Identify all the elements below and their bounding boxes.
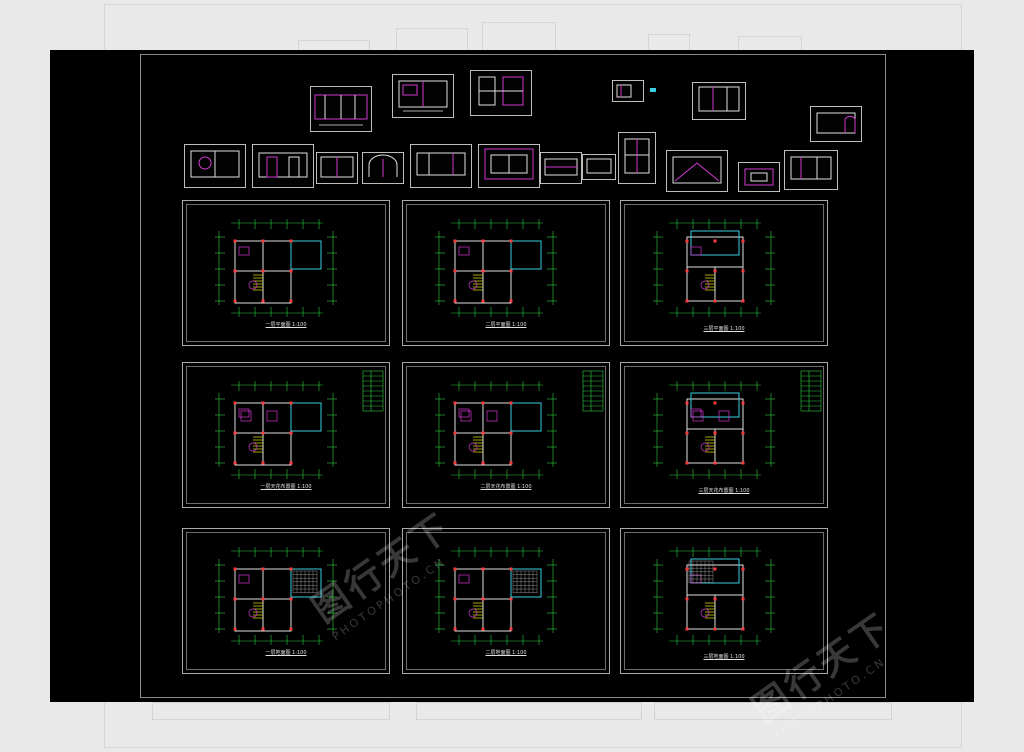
elevation-sketch-icon <box>624 138 650 174</box>
sheet-title: 三层天花布置图 1:100 <box>698 488 750 494</box>
elevation-sketch-icon <box>544 158 578 176</box>
detail-thumbnail[interactable] <box>666 150 728 192</box>
sheet-title: 一层平面图 1:100 <box>265 322 307 328</box>
detail-thumbnail[interactable] <box>738 162 780 192</box>
floor-plan-sheet[interactable]: 三层天花布置图 1:100 <box>620 362 828 508</box>
sheet-title: 一层天花布置图 1:100 <box>260 484 312 490</box>
elevation-sketch-icon <box>586 158 612 174</box>
elevation-sketch-icon <box>368 154 398 177</box>
floor-plan-sheet[interactable]: 三层平面图 1:100 <box>620 200 828 346</box>
detail-thumbnail[interactable] <box>810 106 862 142</box>
detail-thumbnail[interactable] <box>316 152 358 184</box>
elevation-sketch-icon <box>314 94 368 126</box>
floor-plan-drawing <box>653 370 822 479</box>
detail-thumbnail[interactable] <box>470 70 532 116</box>
detail-thumbnail[interactable] <box>478 144 540 188</box>
elevation-sketch-icon <box>698 86 740 112</box>
background-ghost-sheet <box>416 702 642 720</box>
elevation-sketch-icon <box>744 168 774 186</box>
floor-plan-drawing <box>215 219 337 317</box>
floor-plan-sheet[interactable]: 一层地面图 1:100 <box>182 528 390 674</box>
sheet-inner-border <box>624 532 824 670</box>
floor-plan-sheet[interactable]: 二层地面图 1:100 <box>402 528 610 674</box>
floor-plan-drawing <box>435 547 557 645</box>
detail-thumbnail[interactable] <box>582 154 616 180</box>
elevation-sketch-icon <box>416 152 466 176</box>
sheet-inner-border <box>186 532 386 670</box>
sheet-inner-border <box>186 366 386 504</box>
detail-thumbnail[interactable] <box>692 82 746 120</box>
detail-thumbnail[interactable] <box>362 152 404 184</box>
elevation-sketch-icon <box>258 152 308 178</box>
sheet-inner-border <box>624 366 824 504</box>
floor-plan-sheet[interactable]: 二层平面图 1:100 <box>402 200 610 346</box>
floor-plan-drawing <box>215 547 337 645</box>
sheet-title: 二层平面图 1:100 <box>485 322 527 328</box>
elevation-sketch-icon <box>478 76 524 106</box>
background-ghost-sheet <box>654 702 892 720</box>
detail-thumbnail[interactable] <box>784 150 838 190</box>
sheet-title: 三层地面图 1:100 <box>703 654 745 660</box>
floor-plan-drawing <box>435 370 604 479</box>
elevation-sketch-icon <box>190 150 240 178</box>
detail-thumbnail[interactable] <box>310 86 372 132</box>
floor-plan-sheet[interactable]: 二层天花布置图 1:100 <box>402 362 610 508</box>
floor-plan-sheet[interactable]: 一层平面图 1:100 <box>182 200 390 346</box>
marker-icon <box>650 88 656 92</box>
detail-thumbnail[interactable] <box>410 144 472 188</box>
floor-plan-drawing <box>653 547 775 645</box>
detail-thumbnail[interactable] <box>184 144 246 188</box>
detail-thumbnail[interactable] <box>612 80 644 102</box>
sheet-title: 一层地面图 1:100 <box>265 650 307 656</box>
floor-plan-sheet[interactable]: 三层地面图 1:100 <box>620 528 828 674</box>
sheet-title: 二层天花布置图 1:100 <box>480 484 532 490</box>
elevation-sketch-icon <box>484 148 534 180</box>
drawing-border <box>140 54 886 698</box>
sheet-inner-border <box>406 366 606 504</box>
background-ghost-sheet <box>152 702 390 720</box>
elevation-sketch-icon <box>398 80 448 112</box>
elevation-sketch-icon <box>320 156 354 178</box>
sheet-title: 三层平面图 1:100 <box>703 326 745 332</box>
elevation-sketch-icon <box>616 84 632 98</box>
sheet-title: 二层地面图 1:100 <box>485 650 527 656</box>
elevation-sketch-icon <box>672 156 722 184</box>
elevation-sketch-icon <box>816 112 856 134</box>
floor-plan-sheet[interactable]: 一层天花布置图 1:100 <box>182 362 390 508</box>
detail-thumbnail[interactable] <box>540 152 582 184</box>
floor-plan-drawing <box>435 219 557 317</box>
sheet-inner-border <box>406 532 606 670</box>
floor-plan-drawing <box>215 370 384 479</box>
detail-thumbnail[interactable] <box>392 74 454 118</box>
cad-model-space[interactable]: 一层平面图 1:100 二层平面图 1:100 三层平面图 1:100 一层天花布置图… <box>50 50 974 743</box>
detail-thumbnail[interactable] <box>618 132 656 184</box>
detail-thumbnail[interactable] <box>252 144 314 188</box>
floor-plan-drawing <box>653 219 775 317</box>
sheet-inner-border <box>406 204 606 342</box>
elevation-sketch-icon <box>790 156 832 180</box>
sheet-inner-border <box>186 204 386 342</box>
sheet-inner-border <box>624 204 824 342</box>
